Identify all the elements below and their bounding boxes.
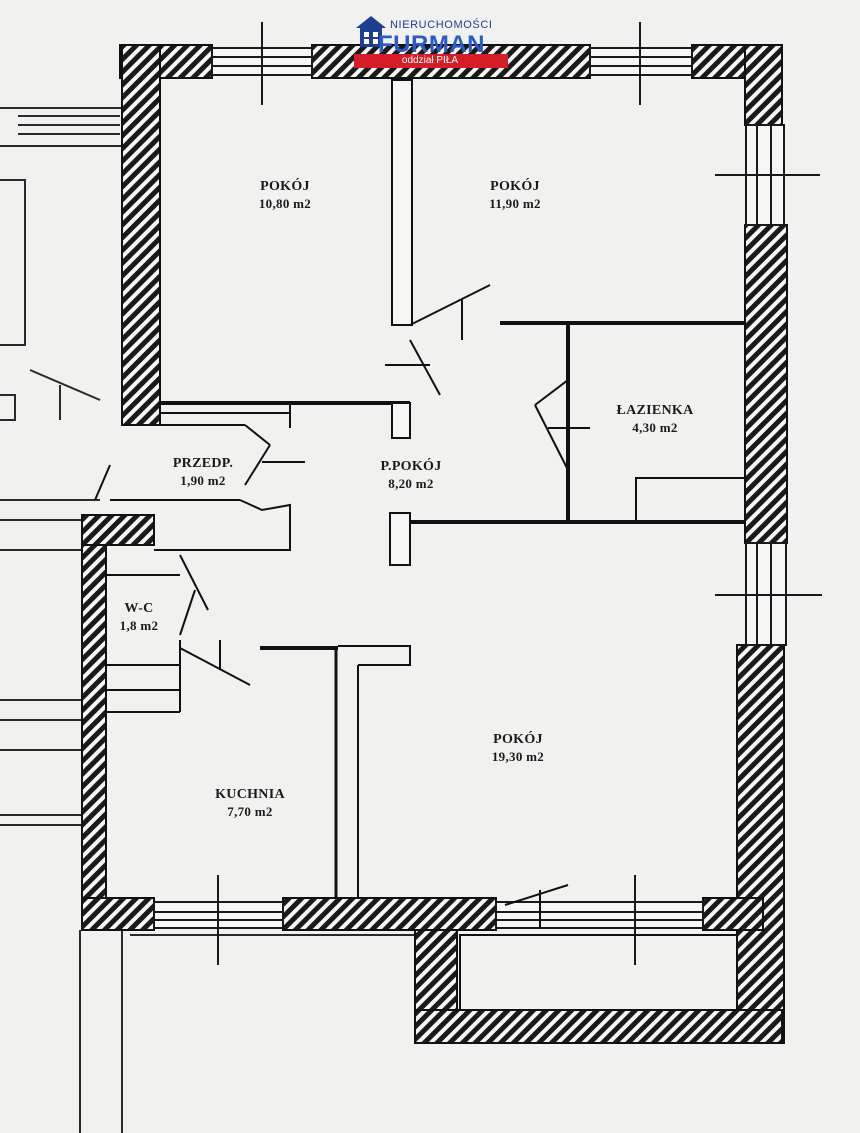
- room-label-kuchnia: KUCHNIA 7,70 m2: [195, 786, 305, 820]
- room-name: P.POKÓJ: [380, 459, 442, 474]
- room-label-pokoj-3: POKÓJ 19,30 m2: [463, 731, 573, 765]
- neighbour-building-lines: [0, 107, 415, 1133]
- room-name: POKÓJ: [490, 179, 540, 194]
- room-name: POKÓJ: [493, 732, 543, 747]
- room-area: 1,8 m2: [119, 618, 159, 633]
- logo-brand: FURMAN: [378, 31, 485, 58]
- windows: [153, 22, 822, 965]
- room-label-ppokoj: P.POKÓJ 8,20 m2: [356, 458, 466, 492]
- logo-sub-text: oddział PIŁA: [401, 55, 459, 66]
- logo-top-text: NIERUCHOMOŚCI: [390, 19, 493, 31]
- room-area: 11,90 m2: [489, 196, 541, 211]
- room-label-wc: W-C 1,8 m2: [104, 600, 174, 634]
- room-label-lazienka: ŁAZIENKA 4,30 m2: [600, 402, 710, 436]
- agency-logo: NIERUCHOMOŚCI FURMAN oddział PIŁA: [352, 14, 508, 70]
- room-name: POKÓJ: [260, 179, 310, 194]
- room-name: KUCHNIA: [215, 787, 285, 802]
- exterior-walls: [81, 44, 788, 1044]
- room-area: 10,80 m2: [258, 196, 312, 211]
- room-name: PRZEDP.: [172, 456, 234, 471]
- room-name: W-C: [124, 601, 154, 616]
- room-label-pokoj-2: POKÓJ 11,90 m2: [460, 178, 570, 212]
- room-area: 4,30 m2: [632, 420, 678, 435]
- room-name: ŁAZIENKA: [616, 403, 694, 418]
- logo-red-bar: [354, 54, 508, 68]
- room-area: 1,90 m2: [180, 473, 226, 488]
- house-icon: [356, 16, 386, 47]
- room-area: 8,20 m2: [388, 476, 434, 491]
- door-swings: [94, 284, 590, 928]
- room-label-przedp: PRZEDP. 1,90 m2: [148, 455, 258, 489]
- room-area: 19,30 m2: [491, 749, 545, 764]
- room-area: 7,70 m2: [227, 804, 273, 819]
- interior-walls: [105, 79, 746, 1011]
- room-label-pokoj-1: POKÓJ 10,80 m2: [230, 178, 340, 212]
